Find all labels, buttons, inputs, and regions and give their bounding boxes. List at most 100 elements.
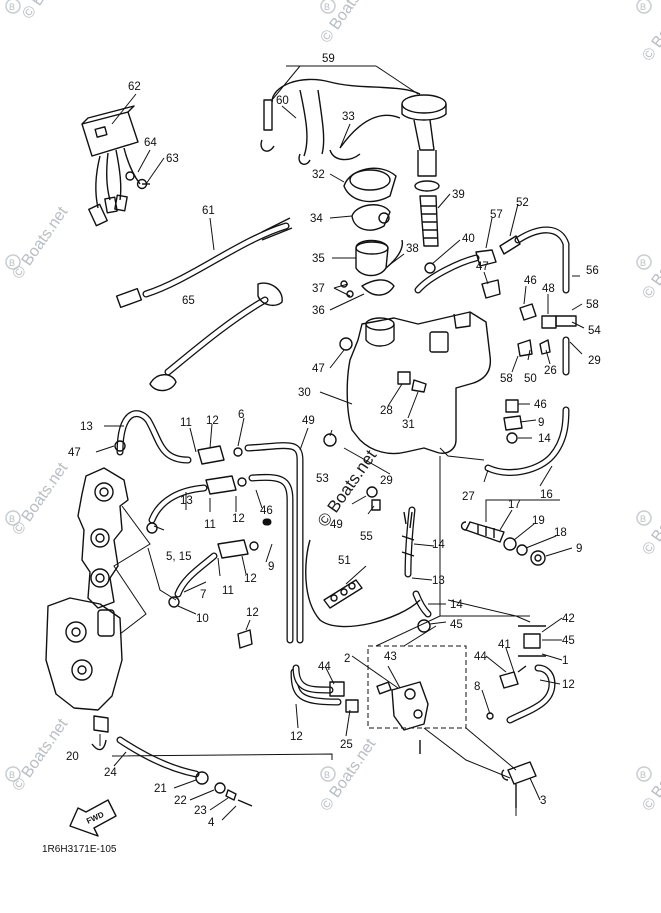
clips	[114, 440, 253, 649]
callout-11a: 12	[206, 415, 219, 427]
callout-46b: 28	[380, 405, 393, 417]
callout-4: 3	[540, 795, 546, 807]
controller-unit	[81, 105, 150, 227]
filler-neck-parts	[340, 167, 404, 298]
watermark-text-left-low: © Boats.net	[9, 715, 71, 794]
callout-22: 23	[194, 805, 207, 817]
callout-26: 30	[298, 387, 311, 399]
callout-16: 17	[508, 499, 521, 511]
callout-14a: 47	[68, 447, 81, 459]
callout-49a: 31	[402, 419, 415, 431]
svg-text:B: B	[640, 514, 646, 524]
callout-12d: 45	[450, 619, 463, 631]
callout-43: 44	[474, 651, 487, 663]
callout-30: 46	[534, 399, 547, 411]
callout-8: 12	[290, 731, 303, 743]
callout-44b: 8	[474, 681, 480, 693]
vent-hoses	[414, 226, 577, 476]
distribution-block	[305, 539, 432, 628]
callout-23: 4	[208, 817, 215, 829]
callout-29b: 27	[462, 491, 475, 503]
callout-13c: 11	[222, 585, 234, 597]
callout-12f: 25	[340, 739, 353, 751]
callout-47c: 53	[316, 473, 329, 485]
callout-65: 65	[182, 295, 195, 307]
callout-12b: 46	[260, 505, 273, 517]
sensor-hose	[486, 625, 556, 724]
hose-55	[401, 506, 416, 578]
part-code: 1R6H3171E-105	[42, 844, 117, 855]
callout-13b: 11	[204, 519, 216, 531]
leader-lines	[95, 65, 585, 821]
callout-55: 14	[432, 539, 445, 551]
callout-50: 50	[524, 373, 537, 385]
callout-38: 38	[406, 243, 419, 255]
callout-47a: 47	[476, 261, 489, 273]
callout-32: 32	[312, 169, 325, 181]
watermark-logo-center-upper: B	[320, 0, 336, 14]
watermark-logo-top-right: B	[636, 0, 652, 14]
callout-49b: 55	[360, 531, 373, 543]
watermark-text-left-upper: © Boats.net	[9, 203, 71, 282]
callout-54: 54	[588, 325, 601, 337]
callout-9a: 13	[80, 421, 93, 433]
callout-58c: 26	[544, 365, 557, 377]
callout-48: 48	[542, 283, 555, 295]
oil-pump	[367, 619, 467, 754]
callout-40: 40	[462, 233, 475, 245]
callout-28: 9	[538, 417, 544, 429]
feed-hoses	[116, 410, 359, 713]
callout-45a: 42	[562, 613, 575, 625]
svg-text:B: B	[9, 770, 15, 780]
callout-58a: 58	[586, 299, 599, 311]
callout-21: 22	[174, 795, 187, 807]
callout-5-15: 51	[338, 555, 351, 567]
svg-text:B: B	[9, 2, 15, 12]
watermark-logo-right-low: B	[636, 766, 652, 782]
bottom-fittings	[91, 715, 537, 808]
callout-42: 45	[562, 635, 575, 647]
callout-9b: 13	[180, 495, 193, 507]
callout-14c: 10	[196, 613, 209, 625]
callout-14b: 5, 15	[166, 551, 192, 563]
callout-46a: 46	[524, 275, 537, 287]
callout-56: 56	[586, 265, 599, 277]
callout-36: 36	[312, 305, 325, 317]
lead-wire-65	[149, 282, 283, 392]
callout-37: 37	[312, 283, 325, 295]
watermark-layer: B B B B B B B B	[5, 0, 661, 814]
watermark-text-left-mid: © Boats.net	[9, 459, 71, 538]
callout-25: 20	[66, 751, 79, 763]
oil-tank	[346, 311, 492, 455]
callout-13a: 11	[180, 417, 192, 429]
callout-12a: 6	[238, 409, 244, 421]
wire-harness-61	[115, 217, 293, 309]
callout-35: 35	[312, 253, 325, 265]
svg-text:B: B	[9, 514, 15, 524]
callout-41: 12	[562, 679, 575, 691]
fwd-arrow	[69, 799, 117, 837]
watermark-text-top-left: © Boats.net	[19, 0, 81, 22]
callout-12e: 44	[318, 661, 331, 673]
callout-45b: 1	[562, 655, 568, 667]
callout-27: 16	[540, 489, 553, 501]
tank-fittings	[323, 262, 557, 511]
watermark-logo-right-mid: B	[636, 510, 652, 526]
callout-18: 9	[576, 543, 582, 555]
callout-6: 49	[302, 415, 315, 427]
callout-labels: 59 60 62 33 64 63 32 39 52 57 34 61 40 5…	[66, 53, 601, 829]
callout-20: 24	[104, 767, 117, 779]
svg-text:B: B	[640, 2, 646, 12]
callout-12c: 9	[268, 561, 274, 573]
callout-61: 61	[202, 205, 215, 217]
svg-text:B: B	[9, 258, 15, 268]
callout-9c: 7	[200, 589, 206, 601]
watermark-logo-center-low: B	[320, 766, 336, 782]
svg-text:B: B	[640, 258, 646, 268]
callout-57: 57	[490, 209, 503, 221]
callout-31: 14	[538, 433, 551, 445]
callout-51: 13	[432, 575, 445, 587]
callout-11c: 12	[244, 573, 257, 585]
callout-19: 18	[554, 527, 567, 539]
